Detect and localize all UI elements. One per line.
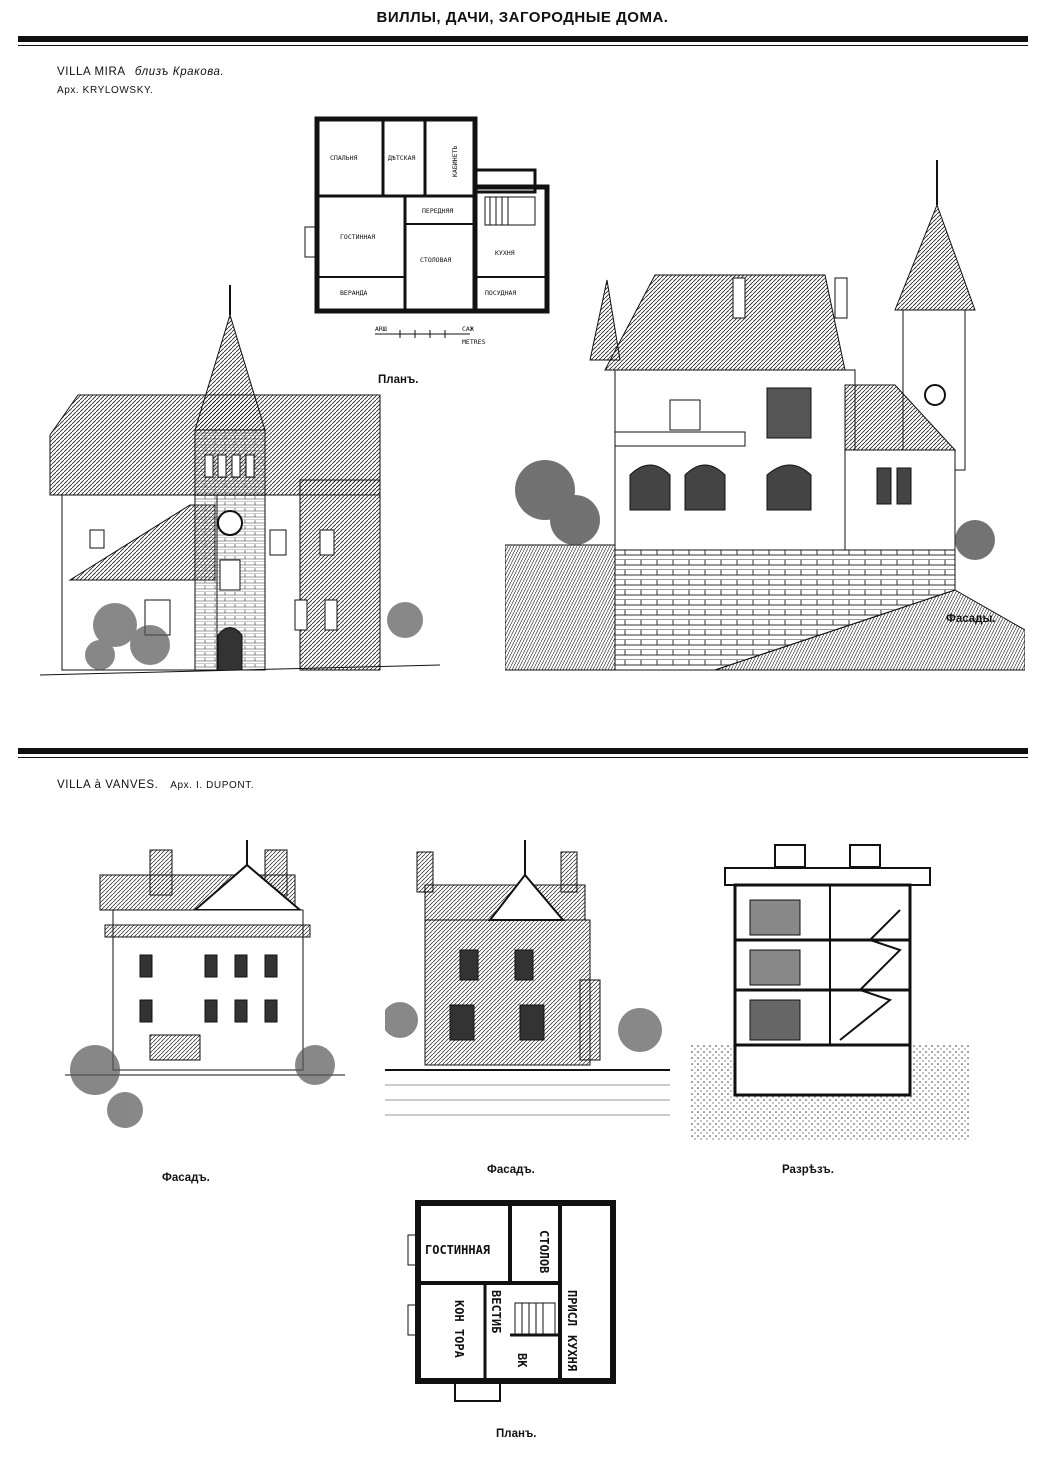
- section2-architect: Арх. I. DUPONT.: [170, 780, 255, 791]
- villa-mira-side-facade: [40, 285, 440, 676]
- plan-room-label: КАБИНЕТЪ: [451, 146, 459, 177]
- villa-mira-facades-caption: Фасады.: [946, 613, 996, 625]
- vanves-facade-2-caption: Фасадъ.: [487, 1164, 535, 1176]
- section1-name: VILLA MIRA: [57, 66, 126, 78]
- villa-mira-front-facade: [505, 160, 1025, 671]
- header-rule: [18, 36, 1028, 42]
- plan-scale-label: ARШ: [375, 325, 387, 333]
- plan-room-label: ПЕРЕДНЯЯ: [422, 207, 453, 215]
- section1-heading: VILLA MIRA близъ Кракова.: [57, 66, 224, 78]
- header-rule-thin: [18, 45, 1028, 46]
- plan-room-label: ВЕРАНДА: [340, 289, 367, 297]
- section2-name: VILLA à VANVES.: [57, 779, 159, 791]
- section1-place: близъ Кракова.: [134, 66, 225, 78]
- section2-rule-thin: [18, 757, 1028, 758]
- villa-mira-floor-plan: СПАЛЬНЯ ДѢТСКАЯ КАБИНЕТЪ ПЕРЕДНЯЯ ГОСТИН…: [304, 116, 550, 346]
- plan-room-label: ГОСТИННАЯ: [340, 233, 375, 241]
- section2-heading: VILLA à VANVES. Арх. I. DUPONT.: [57, 779, 254, 791]
- plan2-room-label: ГОСТИННАЯ: [425, 1243, 490, 1257]
- vanves-facade-2: [385, 840, 670, 1116]
- vanves-facade-1: [65, 840, 345, 1128]
- plan-room-label: ДѢТСКАЯ: [388, 154, 415, 162]
- plan-room-label: КУХНЯ: [495, 249, 515, 257]
- plan2-room-label: КОН ТОРА: [452, 1300, 466, 1359]
- plan2-room-label: ВК: [515, 1353, 529, 1368]
- plan2-room-label: СТОЛОВ: [537, 1230, 551, 1273]
- vanves-section-drawing: [690, 844, 970, 1140]
- section1-architect: Арх. KRYLOWSKY.: [57, 85, 154, 96]
- plan2-room-label: ПРИСЛ: [565, 1290, 579, 1326]
- plan-scale-label: METRES: [462, 338, 486, 346]
- villa-mira-plan-caption: Планъ.: [378, 374, 419, 386]
- plan2-room-label: ВЕСТИБ: [489, 1290, 503, 1333]
- vanves-floor-plan: ГОСТИННАЯ СТОЛОВ ПРИСЛ КУХНЯ ВЕСТИБ КОН …: [407, 1200, 616, 1402]
- plan-scale-label: САЖ: [462, 325, 474, 333]
- vanves-plan-caption: Планъ.: [496, 1428, 537, 1440]
- plan-room-label: ПОСУДНАЯ: [485, 289, 516, 297]
- vanves-section-caption: Разрѣзъ.: [782, 1164, 834, 1176]
- vanves-facade-1-caption: Фасадъ.: [162, 1172, 210, 1184]
- plan-room-label: СТОЛОВАЯ: [420, 256, 451, 264]
- plan2-room-label: КУХНЯ: [565, 1335, 579, 1371]
- plan-room-label: СПАЛЬНЯ: [330, 154, 357, 162]
- page-title: ВИЛЛЫ, ДАЧИ, ЗАГОРОДНЫЕ ДОМА.: [376, 9, 669, 26]
- section2-rule: [18, 748, 1028, 754]
